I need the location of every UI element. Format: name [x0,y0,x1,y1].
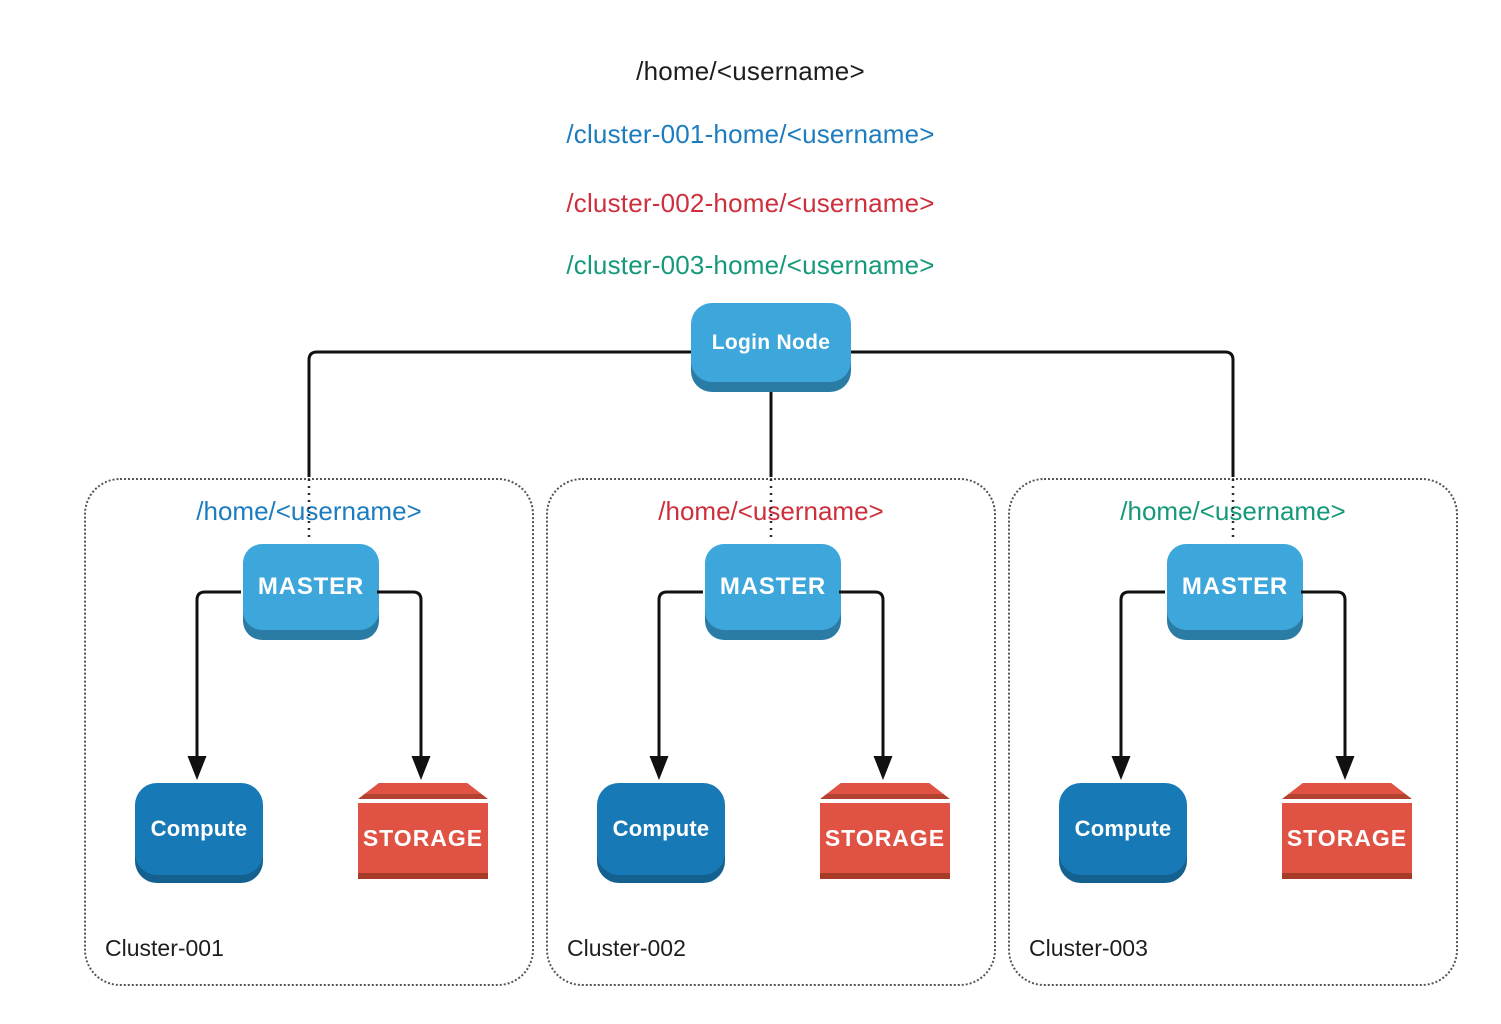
cluster-003-path-title: /cluster-003-home/<username> [566,250,935,280]
cluster-002-master-node: MASTER [705,544,841,630]
master-label: MASTER [719,573,827,600]
cluster-001-home-path: /home/<username> [196,496,422,526]
cluster-001-storage-node: STORAGE [358,783,488,879]
compute-label: Compute [150,816,248,841]
cluster-001-box: /home/<username> MASTER Compute STORAGE … [84,478,534,986]
cluster-001-compute-node: Compute [135,783,263,875]
cluster-003-box: /home/<username> MASTER Compute STORAGE … [1008,478,1458,986]
storage-lid-icon [1282,783,1412,799]
cluster-001-path-title: /cluster-001-home/<username> [566,119,935,149]
cluster-002-path-title: /cluster-002-home/<username> [566,188,935,218]
cluster-003-storage-node: STORAGE [1282,783,1412,879]
cluster-003-master-node: MASTER [1167,544,1303,630]
master-label: MASTER [257,573,365,600]
cluster-003-compute-node: Compute [1059,783,1187,875]
storage-label: STORAGE [820,803,950,879]
storage-label: STORAGE [358,803,488,879]
cluster-002-storage-node: STORAGE [820,783,950,879]
cluster-001-master-node: MASTER [243,544,379,630]
home-path-title: /home/<username> [636,56,865,86]
cluster-002-box: /home/<username> MASTER Compute STORAGE … [546,478,996,986]
cluster-003-label: Cluster-003 [1029,935,1148,961]
compute-label: Compute [612,816,710,841]
login-node: Login Node [691,303,851,382]
compute-label: Compute [1074,816,1172,841]
storage-label: STORAGE [1282,803,1412,879]
connector-login-to-cluster3 [850,350,1235,477]
storage-lid-icon [358,783,488,799]
connector-login-to-cluster1 [307,350,692,477]
master-label: MASTER [1181,573,1289,600]
login-node-label: Login Node [711,330,831,354]
cluster-002-compute-node: Compute [597,783,725,875]
cluster-002-label: Cluster-002 [567,935,686,961]
storage-lid-icon [820,783,950,799]
cluster-001-label: Cluster-001 [105,935,224,961]
cluster-003-home-path: /home/<username> [1120,496,1346,526]
cluster-002-home-path: /home/<username> [658,496,884,526]
